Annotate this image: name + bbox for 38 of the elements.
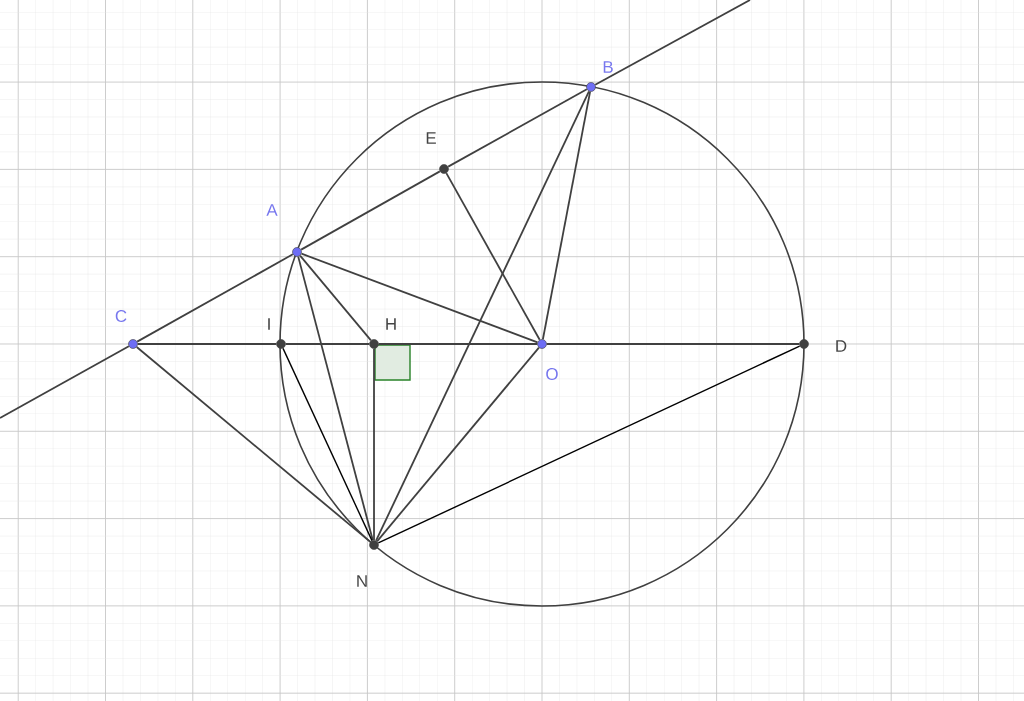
line-segment (375, 90, 590, 542)
point-label: D (836, 340, 847, 352)
line-segment (445, 172, 541, 341)
point (537, 339, 547, 349)
line-segment (300, 170, 441, 251)
line-segment (135, 346, 372, 543)
line-segment (377, 343, 539, 345)
point (586, 82, 596, 92)
point (799, 339, 809, 349)
point-label: A (266, 204, 278, 216)
line-segment (373, 347, 375, 542)
point (292, 247, 302, 257)
line-segment (376, 346, 540, 543)
point (369, 339, 379, 349)
line-segment (447, 88, 588, 168)
point-label: I (268, 318, 270, 330)
point-label: E (426, 132, 436, 144)
line-segment (545, 343, 801, 345)
point (128, 339, 138, 349)
line-segment (282, 347, 373, 542)
point (276, 339, 286, 349)
line-segment (284, 343, 371, 345)
point-label: C (115, 310, 127, 322)
line-segment (136, 343, 278, 345)
line-segment (297, 255, 374, 542)
point-label: O (546, 368, 558, 380)
point (369, 540, 379, 550)
line-segment (300, 252, 539, 344)
point-label: H (386, 318, 396, 330)
line-segment (542, 90, 591, 341)
line-segment (377, 345, 801, 544)
line-segment (0, 345, 130, 419)
line-segment (594, 0, 751, 86)
line-segment (299, 254, 372, 342)
point-label: N (357, 575, 367, 587)
point-label: B (603, 61, 613, 73)
line-segment (136, 253, 294, 343)
point (439, 164, 449, 174)
